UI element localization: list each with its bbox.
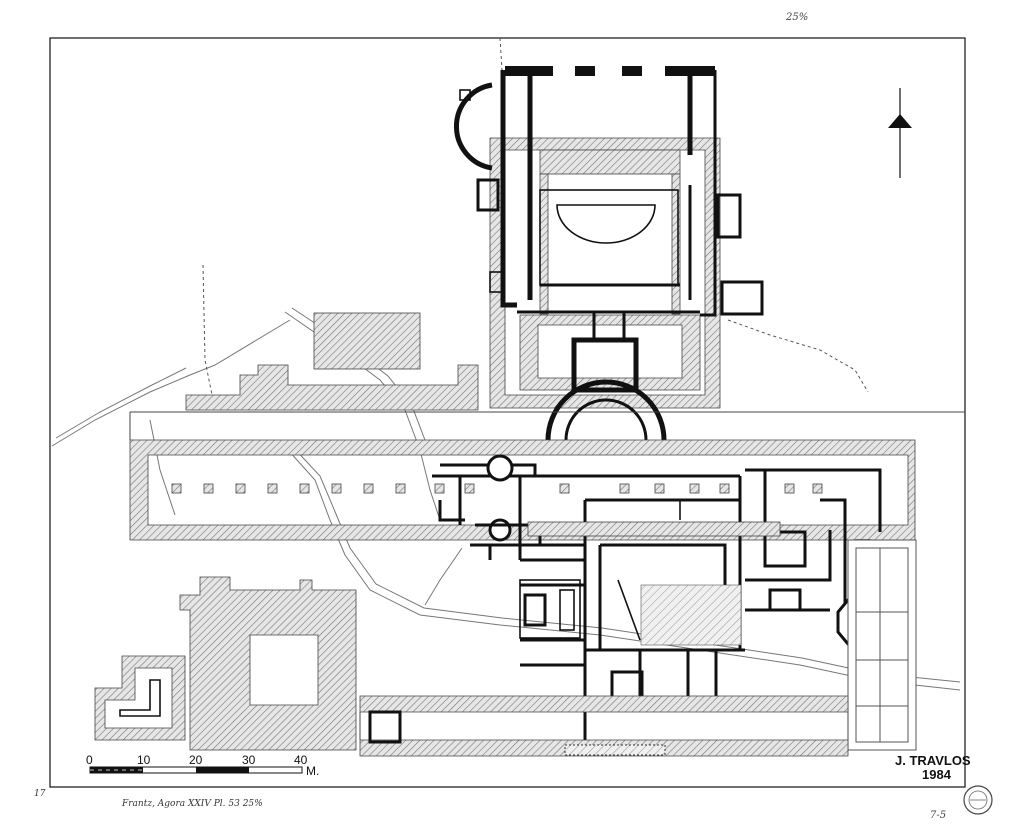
stoa-column-base: [331, 483, 342, 494]
odeion-building: [454, 66, 764, 441]
scale-tick-0: 0: [86, 753, 93, 767]
stoa-column-base: [559, 483, 570, 494]
stoa-column-base: [267, 483, 278, 494]
upper-foundations: [185, 137, 721, 411]
ancient-roads: [51, 37, 961, 691]
north-arrow-icon: [888, 88, 912, 178]
handwritten-caption: Frantz, Agora XXIV Pl. 53 25%: [121, 799, 263, 809]
signature-name: J. TRAVLOS: [895, 753, 971, 768]
stoa-column-base: [171, 483, 182, 494]
stoa-column-base: [619, 483, 630, 494]
stoa-column-base: [203, 483, 214, 494]
stoa-column-base: [654, 483, 665, 494]
stoa-column-base: [235, 483, 246, 494]
stoa-column-base: [719, 483, 730, 494]
east-building: [847, 539, 917, 751]
stoa-column-base: [395, 483, 406, 494]
stoa-column-base: [812, 483, 823, 494]
corner-top-left-mark: 17: [34, 789, 46, 799]
stoa-column-base: [299, 483, 310, 494]
scale-unit: M.: [306, 764, 319, 778]
archive-stamp-icon: [963, 785, 993, 815]
stoa-column-base: [784, 483, 795, 494]
stoa-columns: [171, 483, 823, 494]
south-stoa: [359, 695, 849, 757]
signature-year: 1984: [922, 767, 952, 782]
corner-note: 25%: [785, 12, 808, 23]
southwest-building: [94, 576, 357, 751]
scale-bar: 0 10 20 30 40 M.: [86, 753, 319, 778]
scale-tick-10: 10: [137, 753, 151, 767]
stoa-column-base: [434, 483, 445, 494]
corner-bottom-right: 7-5: [930, 810, 946, 821]
stoa-column-base: [464, 483, 475, 494]
signature-block: J. TRAVLOS 1984: [895, 753, 971, 782]
scale-tick-40: 40: [294, 753, 308, 767]
scale-tick-20: 20: [189, 753, 203, 767]
stoa-column-base: [689, 483, 700, 494]
stoa-column-base: [363, 483, 374, 494]
scale-tick-30: 30: [242, 753, 256, 767]
